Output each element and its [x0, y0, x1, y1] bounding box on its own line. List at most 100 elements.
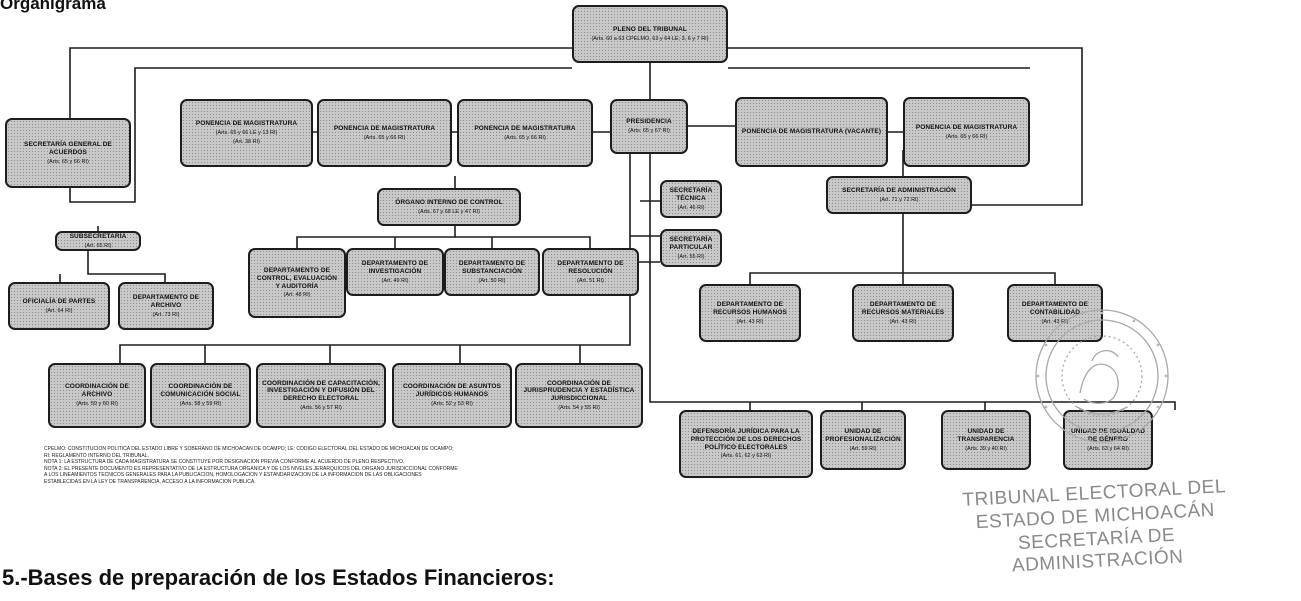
node-secretaria-tecnica-ref: (Art. 46 RI)	[677, 204, 705, 211]
node-ponencia-1-ref: (Arts. 65 y 66 LE y 13 RI)	[215, 129, 278, 136]
node-ponencia-1-title: PONENCIA DE MAGISTRATURA	[195, 120, 298, 127]
node-oficialia-title: OFICIALÍA DE PARTES	[22, 297, 96, 305]
node-secretaria-general: SECRETARÍA GENERAL DE ACUERDOS (Arts. 65…	[5, 118, 131, 188]
node-oic-depto-3-title: DEPARTAMENTO DE SUBSTANCIACIÓN	[458, 259, 526, 275]
node-oficialia-ref: (Art. 64 RI)	[45, 307, 73, 314]
node-oic-depto-1: DEPARTAMENTO DE CONTROL, EVALUACIÓN Y AU…	[248, 248, 346, 318]
node-admin-depto-2: DEPARTAMENTO DE RECURSOS MATERIALES (Art…	[852, 284, 954, 342]
node-unidad-2-ref: (Art. 59 RI)	[849, 445, 877, 452]
node-unidad-1-title: DEFENSORÍA JURÍDICA PARA LA PROTECCIÓN D…	[690, 428, 802, 451]
node-coordinacion-1: COORDINACIÓN DE ARCHIVO (Arts. 59 y 60 R…	[48, 363, 146, 428]
node-subsecretaria: SUBSECRETARÍA (Art. 65 RI)	[55, 231, 141, 251]
node-coordinacion-2-ref: (Arts. 58 y 59 RI)	[179, 401, 222, 407]
node-pleno-ref: (Arts. 60 a 63 CPELMO, 63 y 64 LE; 3, 6 …	[591, 35, 709, 42]
footnote-line: NOTA 1: LA ESTRUCTURA DE CADA MAGISTRATU…	[44, 459, 405, 465]
node-pleno-title: PLENO DEL TRIBUNAL	[613, 25, 687, 33]
node-ponencia-5-ref: (Arts. 65 y 66 RI)	[945, 133, 988, 140]
node-unidad-4: UNIDAD DE IGUALDAD DE GÉNERO (Arts. 63 y…	[1063, 410, 1153, 470]
node-coordinacion-4-ref: (Arts. 52 y 53 RI)	[431, 401, 473, 407]
node-oic-depto-4-ref: (Art. 51 RI)	[577, 277, 604, 284]
node-unidad-3: UNIDAD DE TRANSPARENCIA (Arts. 39 y 40 R…	[941, 410, 1031, 470]
node-coordinacion-5: COORDINACIÓN DE JURISPRUDENCIA Y ESTADÍS…	[515, 363, 643, 428]
node-ponencia-3-title: PONENCIA DE MAGISTRATURA	[474, 124, 576, 132]
node-unidad-4-ref: (Arts. 63 y 64 RI)	[1087, 445, 1129, 452]
node-presidencia-title: PRESIDENCIA	[626, 118, 672, 126]
node-coordinacion-4: COORDINACIÓN DE ASUNTOS JURÍDICOS HUMANO…	[392, 363, 512, 428]
node-subsecretaria-title: SUBSECRETARÍA	[69, 232, 127, 240]
node-ponencia-2: PONENCIA DE MAGISTRATURA (Arts. 65 y 66 …	[317, 99, 452, 167]
node-secretaria-admin-title: SECRETARÍA DE ADMINISTRACIÓN	[842, 186, 956, 194]
node-organo-interno-control: ÓRGANO INTERNO DE CONTROL (Arts. 67 y 68…	[377, 188, 521, 226]
node-admin-depto-3-ref: (Art. 43 RI)	[1041, 318, 1069, 325]
node-coordinacion-1-title: COORDINACIÓN DE ARCHIVO	[65, 383, 129, 399]
node-oic-title: ÓRGANO INTERNO DE CONTROL	[395, 198, 503, 206]
node-oic-depto-4-title: DEPARTAMENTO DE RESOLUCIÓN	[557, 259, 624, 275]
node-ponencia-3: PONENCIA DE MAGISTRATURA (Arts. 65 y 66 …	[457, 99, 593, 167]
node-ponencia-4-title: PONENCIA DE MAGISTRATURA (VACANTE)	[741, 128, 882, 136]
footnote-line: CPELMO: CONSTITUCIÓN POLÍTICA DEL ESTADO…	[44, 446, 454, 452]
node-archivo-ref: (Art. 73 RI)	[152, 311, 180, 318]
node-oic-ref: (Arts. 67 y 68 LE y 47 RI)	[418, 208, 480, 215]
node-archivo-title: DEPARTAMENTO DE ARCHIVO	[132, 293, 200, 309]
official-seal-icon	[1035, 309, 1169, 443]
node-oic-depto-3-ref: (Art. 50 RI)	[478, 277, 506, 284]
node-ponencia-2-ref: (Arts. 65 y 66 RI)	[363, 134, 406, 141]
node-ponencia-3-ref: (Arts. 65 y 66 RI)	[504, 134, 546, 141]
node-secretaria-general-title: SECRETARÍA GENERAL DE ACUERDOS	[24, 140, 112, 156]
node-ponencia-1: PONENCIA DE MAGISTRATURA (Arts. 65 y 66 …	[180, 99, 313, 167]
node-unidad-1: DEFENSORÍA JURÍDICA PARA LA PROTECCIÓN D…	[679, 410, 813, 478]
node-admin-depto-3: DEPARTAMENTO DE CONTABILIDAD (Art. 43 RI…	[1007, 284, 1103, 342]
node-secretaria-general-ref: (Arts. 65 y 66 RI)	[47, 158, 89, 165]
node-admin-depto-2-title: DEPARTAMENTO DE RECURSOS MATERIALES	[861, 300, 945, 316]
footnote-line: NOTA 2: EL PRESENTE DOCUMENTO ES REPRESE…	[44, 465, 458, 472]
node-unidad-3-ref: (Arts. 39 y 40 RI)	[965, 445, 1007, 452]
section-heading: 5.-Bases de preparación de los Estados F…	[2, 565, 555, 590]
node-admin-depto-2-ref: (Art. 43 RI)	[889, 318, 917, 325]
node-ponencia-2-title: PONENCIA DE MAGISTRATURA	[333, 124, 436, 132]
node-presidencia-ref: (Arts. 65 y 67 RI)	[628, 128, 670, 135]
node-admin-depto-1: DEPARTAMENTO DE RECURSOS HUMANOS (Art. 4…	[699, 284, 801, 342]
node-coordinacion-3: COORDINACIÓN DE CAPACITACIÓN, INVESTIGAC…	[256, 363, 386, 428]
node-oic-depto-3: DEPARTAMENTO DE SUBSTANCIACIÓN (Art. 50 …	[444, 248, 540, 296]
node-secretaria-admin-ref: (Art. 71 y 72 RI)	[879, 196, 919, 203]
node-subsecretaria-ref: (Art. 65 RI)	[84, 242, 112, 249]
node-unidad-3-title: UNIDAD DE TRANSPARENCIA	[957, 427, 1015, 443]
node-secretaria-tecnica-title: SECRETARÍA TÉCNICA	[669, 186, 713, 202]
node-coordinacion-5-ref: (Arts. 54 y 55 RI)	[558, 404, 600, 411]
node-admin-depto-1-ref: (Art. 43 RI)	[736, 318, 764, 325]
node-ponencia-1-ref2: (Art. 38 RI)	[233, 139, 260, 146]
node-secretaria-tecnica: SECRETARÍA TÉCNICA (Art. 46 RI)	[660, 180, 722, 218]
node-coordinacion-3-ref: (Arts. 56 y 57 RI)	[300, 404, 342, 411]
node-ponencia-5-title: PONENCIA DE MAGISTRATURA	[915, 123, 1018, 131]
node-presidencia: PRESIDENCIA (Arts. 65 y 67 RI)	[610, 99, 688, 154]
node-admin-depto-1-title: DEPARTAMENTO DE RECURSOS HUMANOS	[713, 300, 787, 316]
node-pleno: PLENO DEL TRIBUNAL (Arts. 60 a 63 CPELMO…	[572, 5, 728, 63]
node-oic-depto-4: DEPARTAMENTO DE RESOLUCIÓN (Art. 51 RI)	[542, 248, 639, 296]
node-coordinacion-4-title: COORDINACIÓN DE ASUNTOS JURÍDICOS HUMANO…	[402, 383, 501, 399]
node-oic-depto-2-ref: (Art. 49 RI)	[381, 277, 409, 284]
administration-stamp: TRIBUNAL ELECTORAL DEL ESTADO DE MICHOAC…	[922, 474, 1270, 583]
node-unidad-2: UNIDAD DE PROFESIONALIZACIÓN (Art. 59 RI…	[820, 410, 906, 470]
node-oic-depto-2: DEPARTAMENTO DE INVESTIGACIÓN (Art. 49 R…	[346, 248, 444, 296]
node-secretaria-particular-title: SECRETARÍA PARTICULAR	[669, 235, 713, 251]
node-oficialia-partes: OFICIALÍA DE PARTES (Art. 64 RI)	[8, 282, 110, 330]
node-coordinacion-2: COORDINACIÓN DE COMUNICACIÓN SOCIAL (Art…	[150, 363, 251, 428]
node-unidad-1-ref: (Arts. 61, 62 y 63 RI)	[720, 453, 772, 460]
node-ponencia-5: PONENCIA DE MAGISTRATURA (Arts. 65 y 66 …	[903, 97, 1030, 167]
node-admin-depto-3-title: DEPARTAMENTO DE CONTABILIDAD	[1021, 300, 1089, 316]
node-oic-depto-1-title: DEPARTAMENTO DE CONTROL, EVALUACIÓN Y AU…	[256, 267, 338, 290]
page-header-fragment: Organigrama	[0, 0, 106, 13]
footnote-line: A LOS LINEAMIENTOS TÉCNICOS GENERALES PA…	[44, 472, 422, 478]
node-unidad-2-title: UNIDAD DE PROFESIONALIZACIÓN	[825, 427, 901, 443]
chart-footnotes: CPELMO: CONSTITUCIÓN POLÍTICA DEL ESTADO…	[44, 446, 692, 485]
node-coordinacion-3-title: COORDINACIÓN DE CAPACITACIÓN, INVESTIGAC…	[262, 379, 380, 403]
footnote-line: ESTABLECIDAS EN LA LEY DE TRANSPARENCIA,…	[44, 478, 256, 485]
node-secretaria-particular: SECRETARÍA PARTICULAR (Art. 55 RI)	[660, 229, 722, 267]
node-oic-depto-1-ref: (Art. 48 RI)	[283, 292, 311, 299]
node-coordinacion-1-ref: (Arts. 59 y 60 RI)	[76, 401, 118, 407]
node-coordinacion-2-title: COORDINACIÓN DE COMUNICACIÓN SOCIAL	[160, 383, 241, 399]
node-ponencia-4: PONENCIA DE MAGISTRATURA (VACANTE)	[735, 97, 888, 167]
node-coordinacion-5-title: COORDINACIÓN DE JURISPRUDENCIA Y ESTADÍS…	[523, 379, 635, 403]
footnote-line: RI: REGLAMENTO INTERNO DEL TRIBUNAL.	[44, 452, 149, 459]
node-departamento-archivo: DEPARTAMENTO DE ARCHIVO (Art. 73 RI)	[118, 282, 214, 330]
